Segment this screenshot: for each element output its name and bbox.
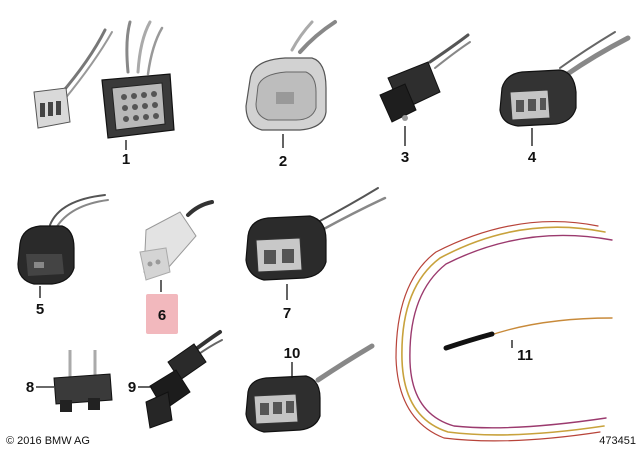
part-11-illustration	[395, 220, 613, 442]
part-label-2: 2	[279, 153, 287, 170]
part-label-7: 7	[283, 305, 291, 322]
part-label-8: 8	[26, 379, 34, 396]
part-8-illustration	[36, 350, 113, 412]
part-7-illustration	[245, 187, 387, 300]
copyright-text: © 2016 BMW AG	[6, 435, 90, 447]
part-2-illustration	[245, 20, 337, 148]
part-label-3: 3	[401, 149, 409, 166]
highlight-box	[146, 294, 178, 334]
part-label-1: 1	[122, 151, 130, 168]
part-label-9: 9	[128, 379, 136, 396]
part-1-illustration	[33, 20, 175, 150]
diagram-number: 473451	[599, 435, 636, 447]
part-4-illustration	[499, 31, 631, 146]
part-label-6: 6	[158, 307, 166, 324]
part-label-11: 11	[517, 347, 533, 364]
part-6-illustration	[139, 200, 214, 292]
part-label-4: 4	[528, 149, 537, 166]
part-3-illustration	[379, 33, 471, 146]
part-9-illustration	[138, 330, 223, 429]
part-5-illustration	[17, 194, 109, 298]
part-label-10: 10	[284, 345, 301, 362]
part-label-5: 5	[36, 301, 44, 318]
part-10-illustration	[245, 343, 375, 433]
